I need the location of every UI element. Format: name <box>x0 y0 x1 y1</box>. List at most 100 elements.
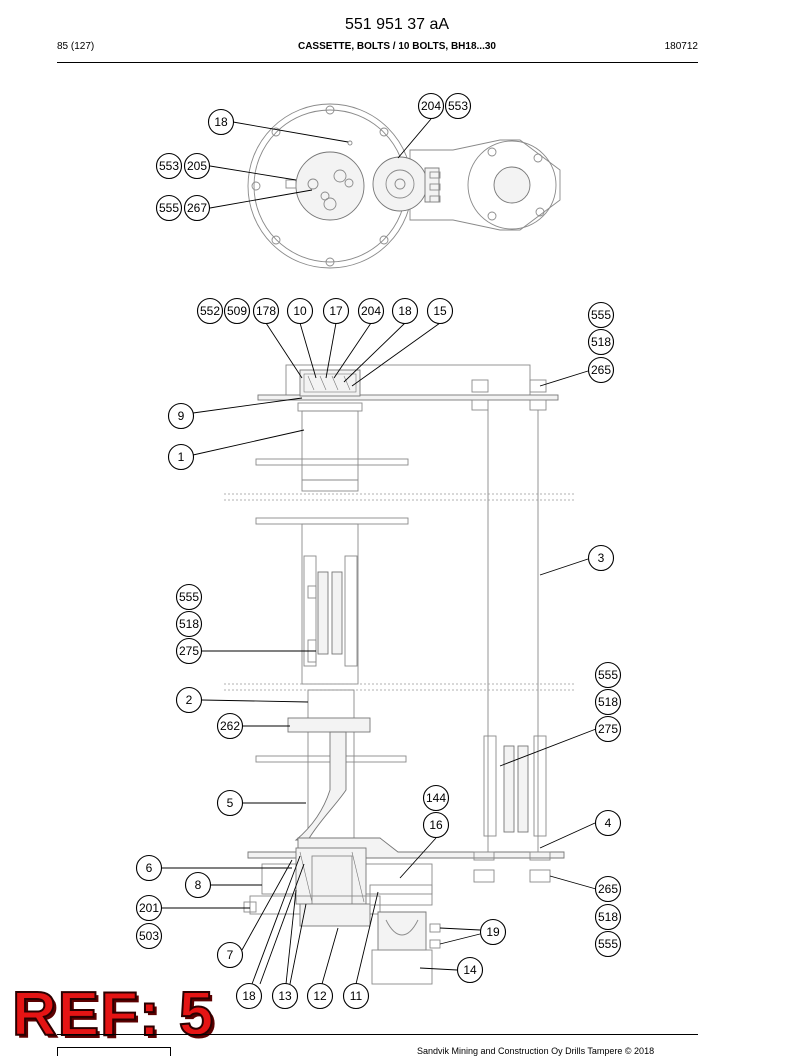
svg-text:555: 555 <box>159 201 179 215</box>
header-rule <box>57 62 698 63</box>
balloon-12: 12 <box>306 982 334 1010</box>
balloon-265: 265 <box>587 356 615 384</box>
svg-text:19: 19 <box>486 925 500 939</box>
svg-text:552: 552 <box>200 304 220 318</box>
balloon-265: 265 <box>594 875 622 903</box>
svg-text:9: 9 <box>178 409 185 423</box>
page-number: 85 (127) <box>57 41 95 52</box>
svg-text:555: 555 <box>179 590 199 604</box>
balloon-262: 262 <box>216 712 244 740</box>
balloon-509: 509 <box>223 297 251 325</box>
svg-text:15: 15 <box>433 304 447 318</box>
svg-text:18: 18 <box>398 304 412 318</box>
svg-text:2: 2 <box>186 693 193 707</box>
svg-text:17: 17 <box>329 304 343 318</box>
balloon-8: 8 <box>184 871 212 899</box>
svg-text:555: 555 <box>598 668 618 682</box>
side-view <box>224 364 576 985</box>
part-balloons: 18 204 553 553 205 555 267 552 509 178 1… <box>135 92 622 1010</box>
balloon-555: 555 <box>587 301 615 329</box>
balloon-555: 555 <box>175 583 203 611</box>
svg-text:275: 275 <box>179 644 199 658</box>
balloon-11: 11 <box>342 982 370 1010</box>
balloon-17: 17 <box>322 297 350 325</box>
balloon-553: 553 <box>444 92 472 120</box>
svg-text:13: 13 <box>278 989 292 1003</box>
balloon-205: 205 <box>183 152 211 180</box>
balloon-503: 503 <box>135 922 163 950</box>
balloon-1: 1 <box>167 443 195 471</box>
balloon-275: 275 <box>175 637 203 665</box>
balloon-555: 555 <box>155 194 183 222</box>
svg-text:555: 555 <box>598 937 618 951</box>
balloon-552: 552 <box>196 297 224 325</box>
leader-lines <box>162 118 597 985</box>
balloon-204: 204 <box>417 92 445 120</box>
reference-stamp: REF: 5 <box>11 980 215 1049</box>
balloon-518: 518 <box>587 328 615 356</box>
svg-text:518: 518 <box>591 335 611 349</box>
balloon-18: 18 <box>391 297 419 325</box>
svg-text:11: 11 <box>350 989 363 1003</box>
svg-text:204: 204 <box>361 304 381 318</box>
svg-text:509: 509 <box>227 304 247 318</box>
svg-text:16: 16 <box>429 818 443 832</box>
svg-text:518: 518 <box>179 617 199 631</box>
balloon-267: 267 <box>183 194 211 222</box>
svg-text:14: 14 <box>463 963 477 977</box>
svg-text:18: 18 <box>242 989 256 1003</box>
balloon-10: 10 <box>286 297 314 325</box>
svg-text:262: 262 <box>220 719 240 733</box>
document-number: 551 951 37 aA <box>344 16 450 33</box>
svg-text:204: 204 <box>421 99 441 113</box>
balloon-3: 3 <box>587 544 615 572</box>
svg-text:503: 503 <box>139 929 159 943</box>
svg-text:6: 6 <box>146 861 153 875</box>
svg-text:205: 205 <box>187 159 207 173</box>
svg-text:1: 1 <box>178 450 185 464</box>
balloon-7: 7 <box>216 941 244 969</box>
svg-text:3: 3 <box>598 551 605 565</box>
svg-text:18: 18 <box>214 115 228 129</box>
svg-text:144: 144 <box>426 791 446 805</box>
svg-text:518: 518 <box>598 910 618 924</box>
balloon-19: 19 <box>479 918 507 946</box>
footer-copyright: Sandvik Mining and Construction Oy Drill… <box>417 1046 655 1056</box>
svg-text:4: 4 <box>605 816 612 830</box>
balloon-555: 555 <box>594 661 622 689</box>
svg-text:10: 10 <box>293 304 307 318</box>
svg-text:518: 518 <box>598 695 618 709</box>
balloon-518: 518 <box>175 610 203 638</box>
svg-text:201: 201 <box>139 901 159 915</box>
balloon-5: 5 <box>216 789 244 817</box>
svg-text:265: 265 <box>591 363 611 377</box>
svg-text:265: 265 <box>598 882 618 896</box>
top-view <box>247 103 561 269</box>
balloon-555: 555 <box>594 930 622 958</box>
svg-text:7: 7 <box>227 948 234 962</box>
date-code: 180712 <box>664 41 698 52</box>
balloon-201: 201 <box>135 894 163 922</box>
balloon-518: 518 <box>594 903 622 931</box>
balloon-6: 6 <box>135 854 163 882</box>
balloon-553: 553 <box>155 152 183 180</box>
balloon-18: 18 <box>207 108 235 136</box>
balloon-144: 144 <box>422 784 450 812</box>
balloon-4: 4 <box>594 809 622 837</box>
svg-text:553: 553 <box>448 99 468 113</box>
balloon-178: 178 <box>252 297 280 325</box>
balloon-16: 16 <box>422 811 450 839</box>
balloon-14: 14 <box>456 956 484 984</box>
balloon-204: 204 <box>357 297 385 325</box>
svg-text:555: 555 <box>591 308 611 322</box>
balloon-275: 275 <box>594 715 622 743</box>
svg-text:267: 267 <box>187 201 207 215</box>
svg-text:275: 275 <box>598 722 618 736</box>
balloon-15: 15 <box>426 297 454 325</box>
svg-text:8: 8 <box>195 878 202 892</box>
footer-rule <box>57 1034 698 1035</box>
balloon-9: 9 <box>167 402 195 430</box>
company-logo <box>57 1047 171 1056</box>
balloon-13: 13 <box>271 982 299 1010</box>
